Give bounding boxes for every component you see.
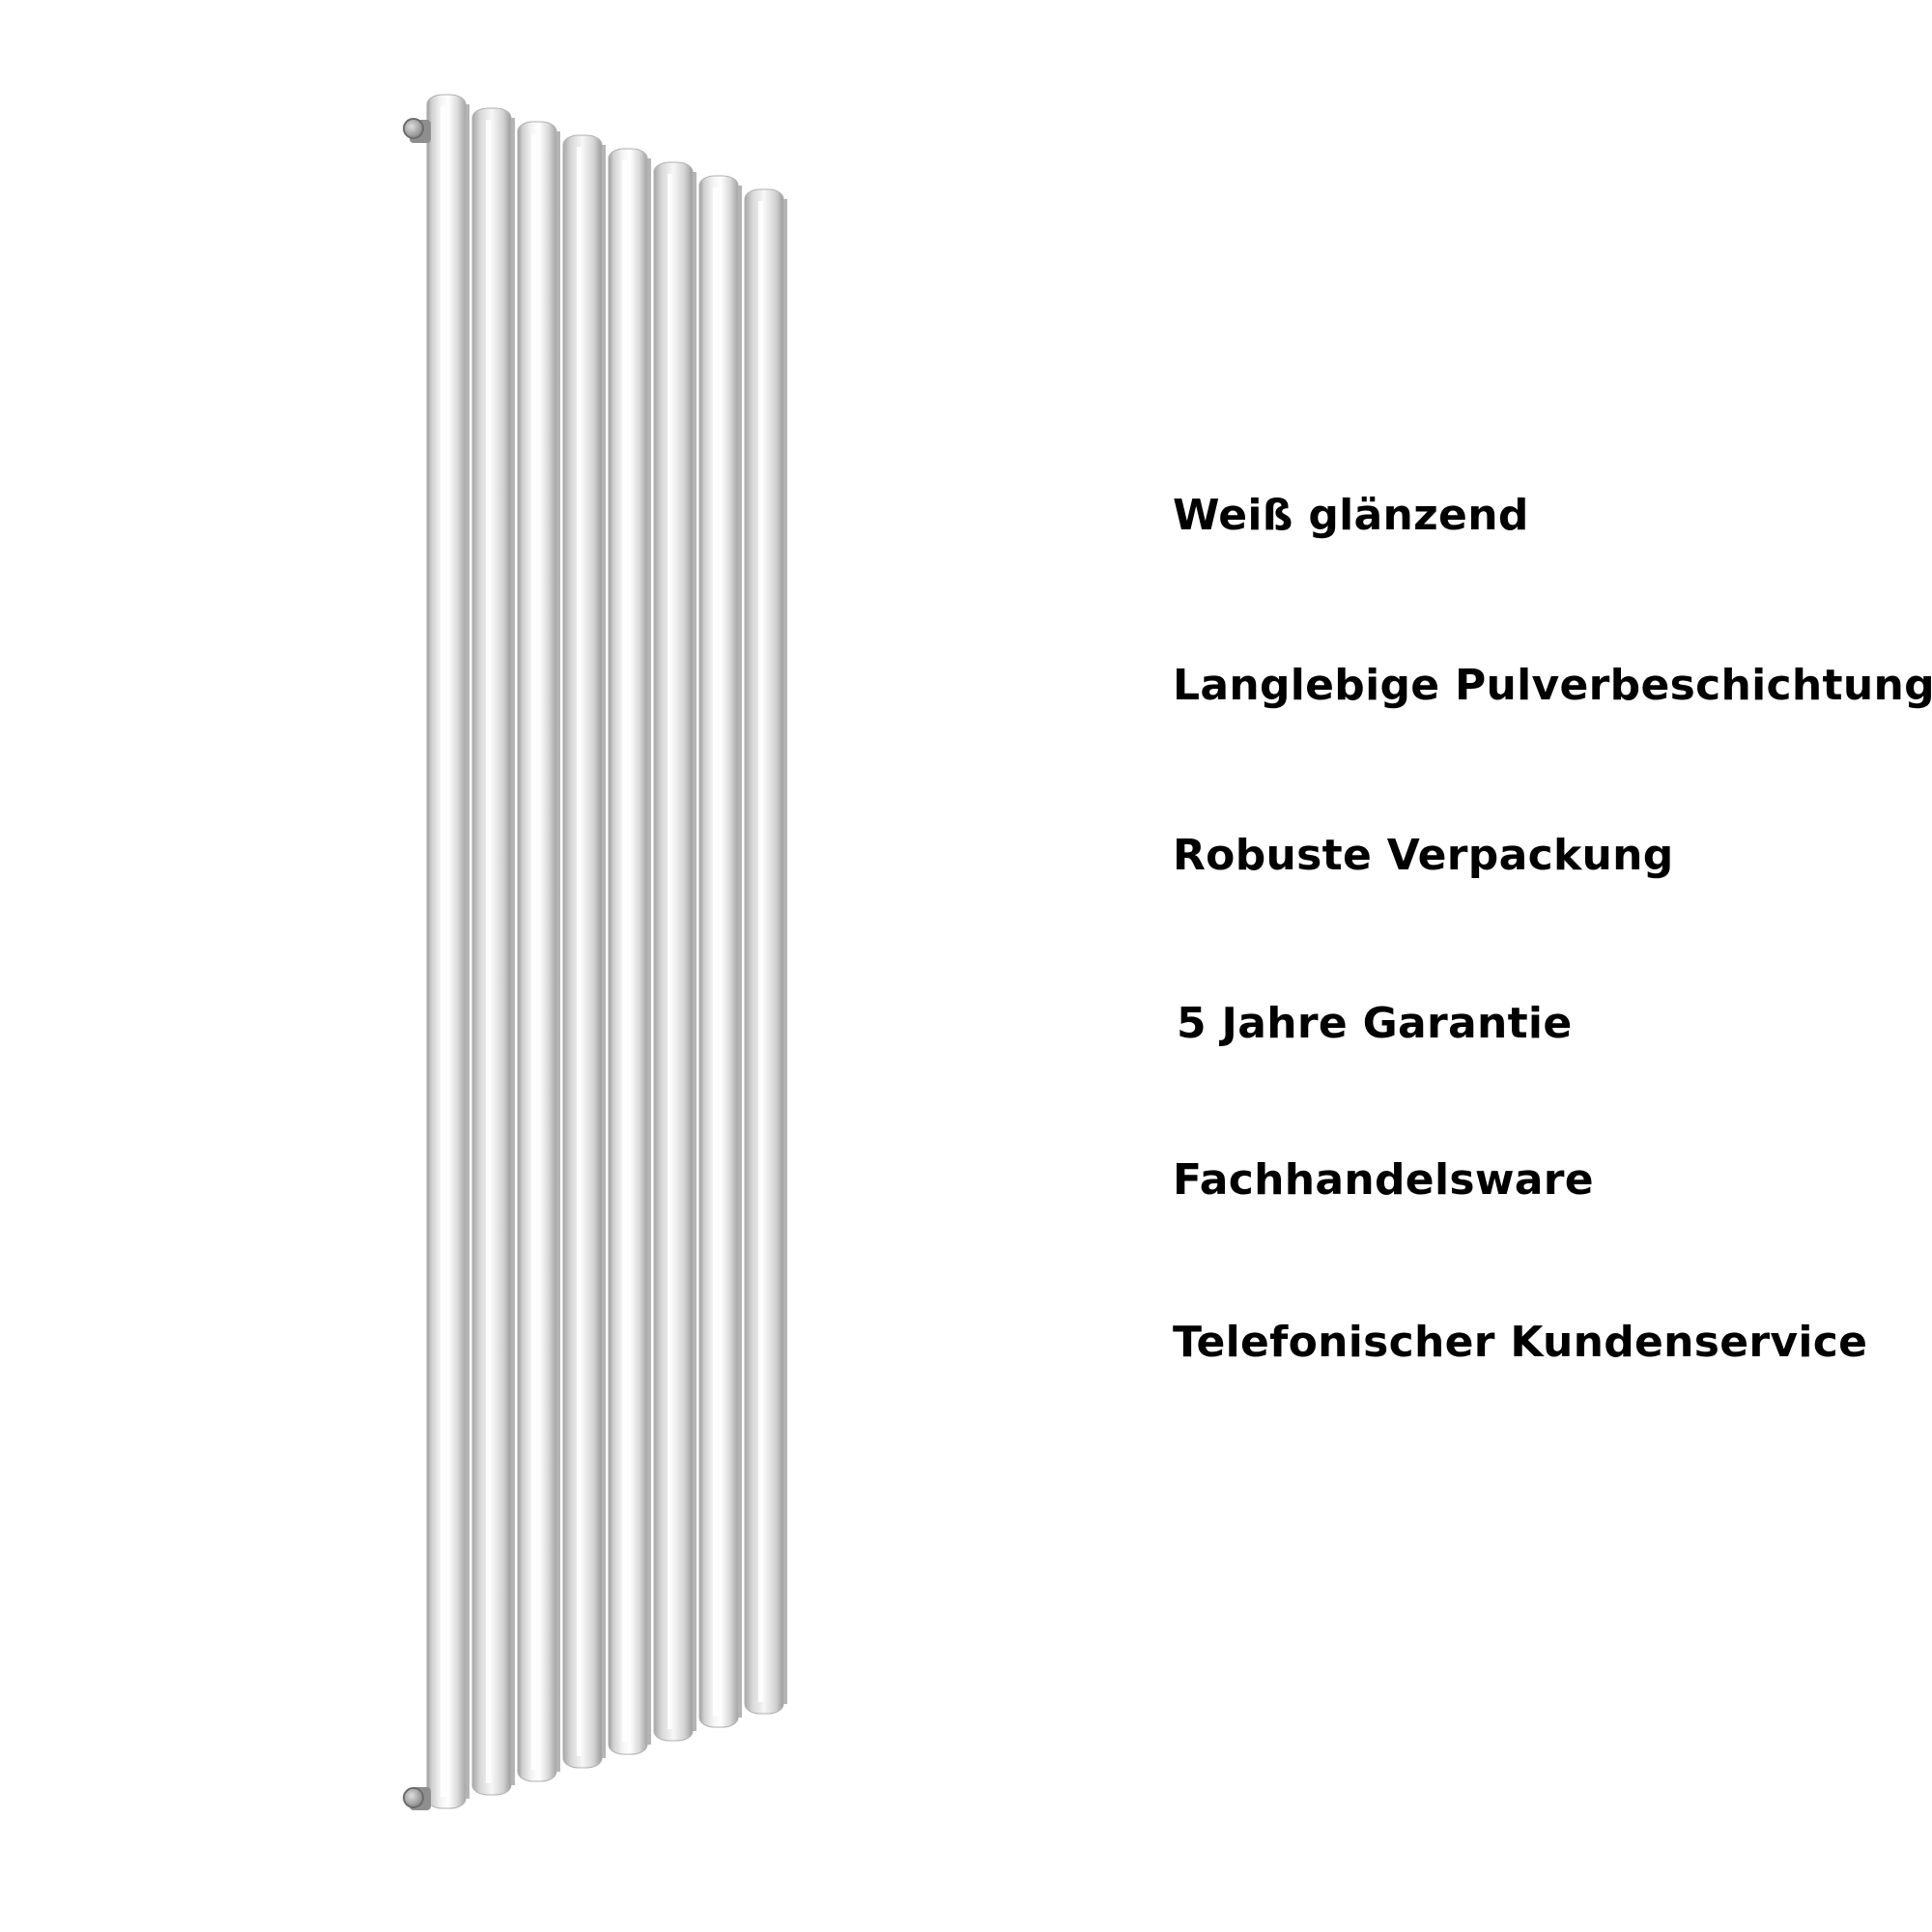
radiator-tube [744,188,787,1715]
radiator-tube [426,94,469,1809]
feature-item: Fachhandelsware [1173,1155,1594,1205]
feature-item: Robuste Verpackung [1173,831,1674,880]
radiator-tube [471,107,515,1796]
feature-item: Telefonischer Kundenservice [1173,1318,1868,1367]
radiator-tube [562,134,606,1769]
radiator-tube [608,148,651,1755]
feature-item: Langlebige Pulverbeschichtung [1173,661,1932,710]
wall-bracket-top [403,118,431,143]
feature-item: Weiß glänzend [1173,491,1529,540]
feature-item: 5 Jahre Garantie [1177,999,1573,1048]
radiator-tube [698,175,742,1728]
radiator-tube [653,161,696,1742]
radiator-tube [517,121,560,1782]
radiator-tubes [426,94,787,1809]
radiator-image [403,94,787,1810]
wall-bracket-bottom [403,1787,431,1810]
